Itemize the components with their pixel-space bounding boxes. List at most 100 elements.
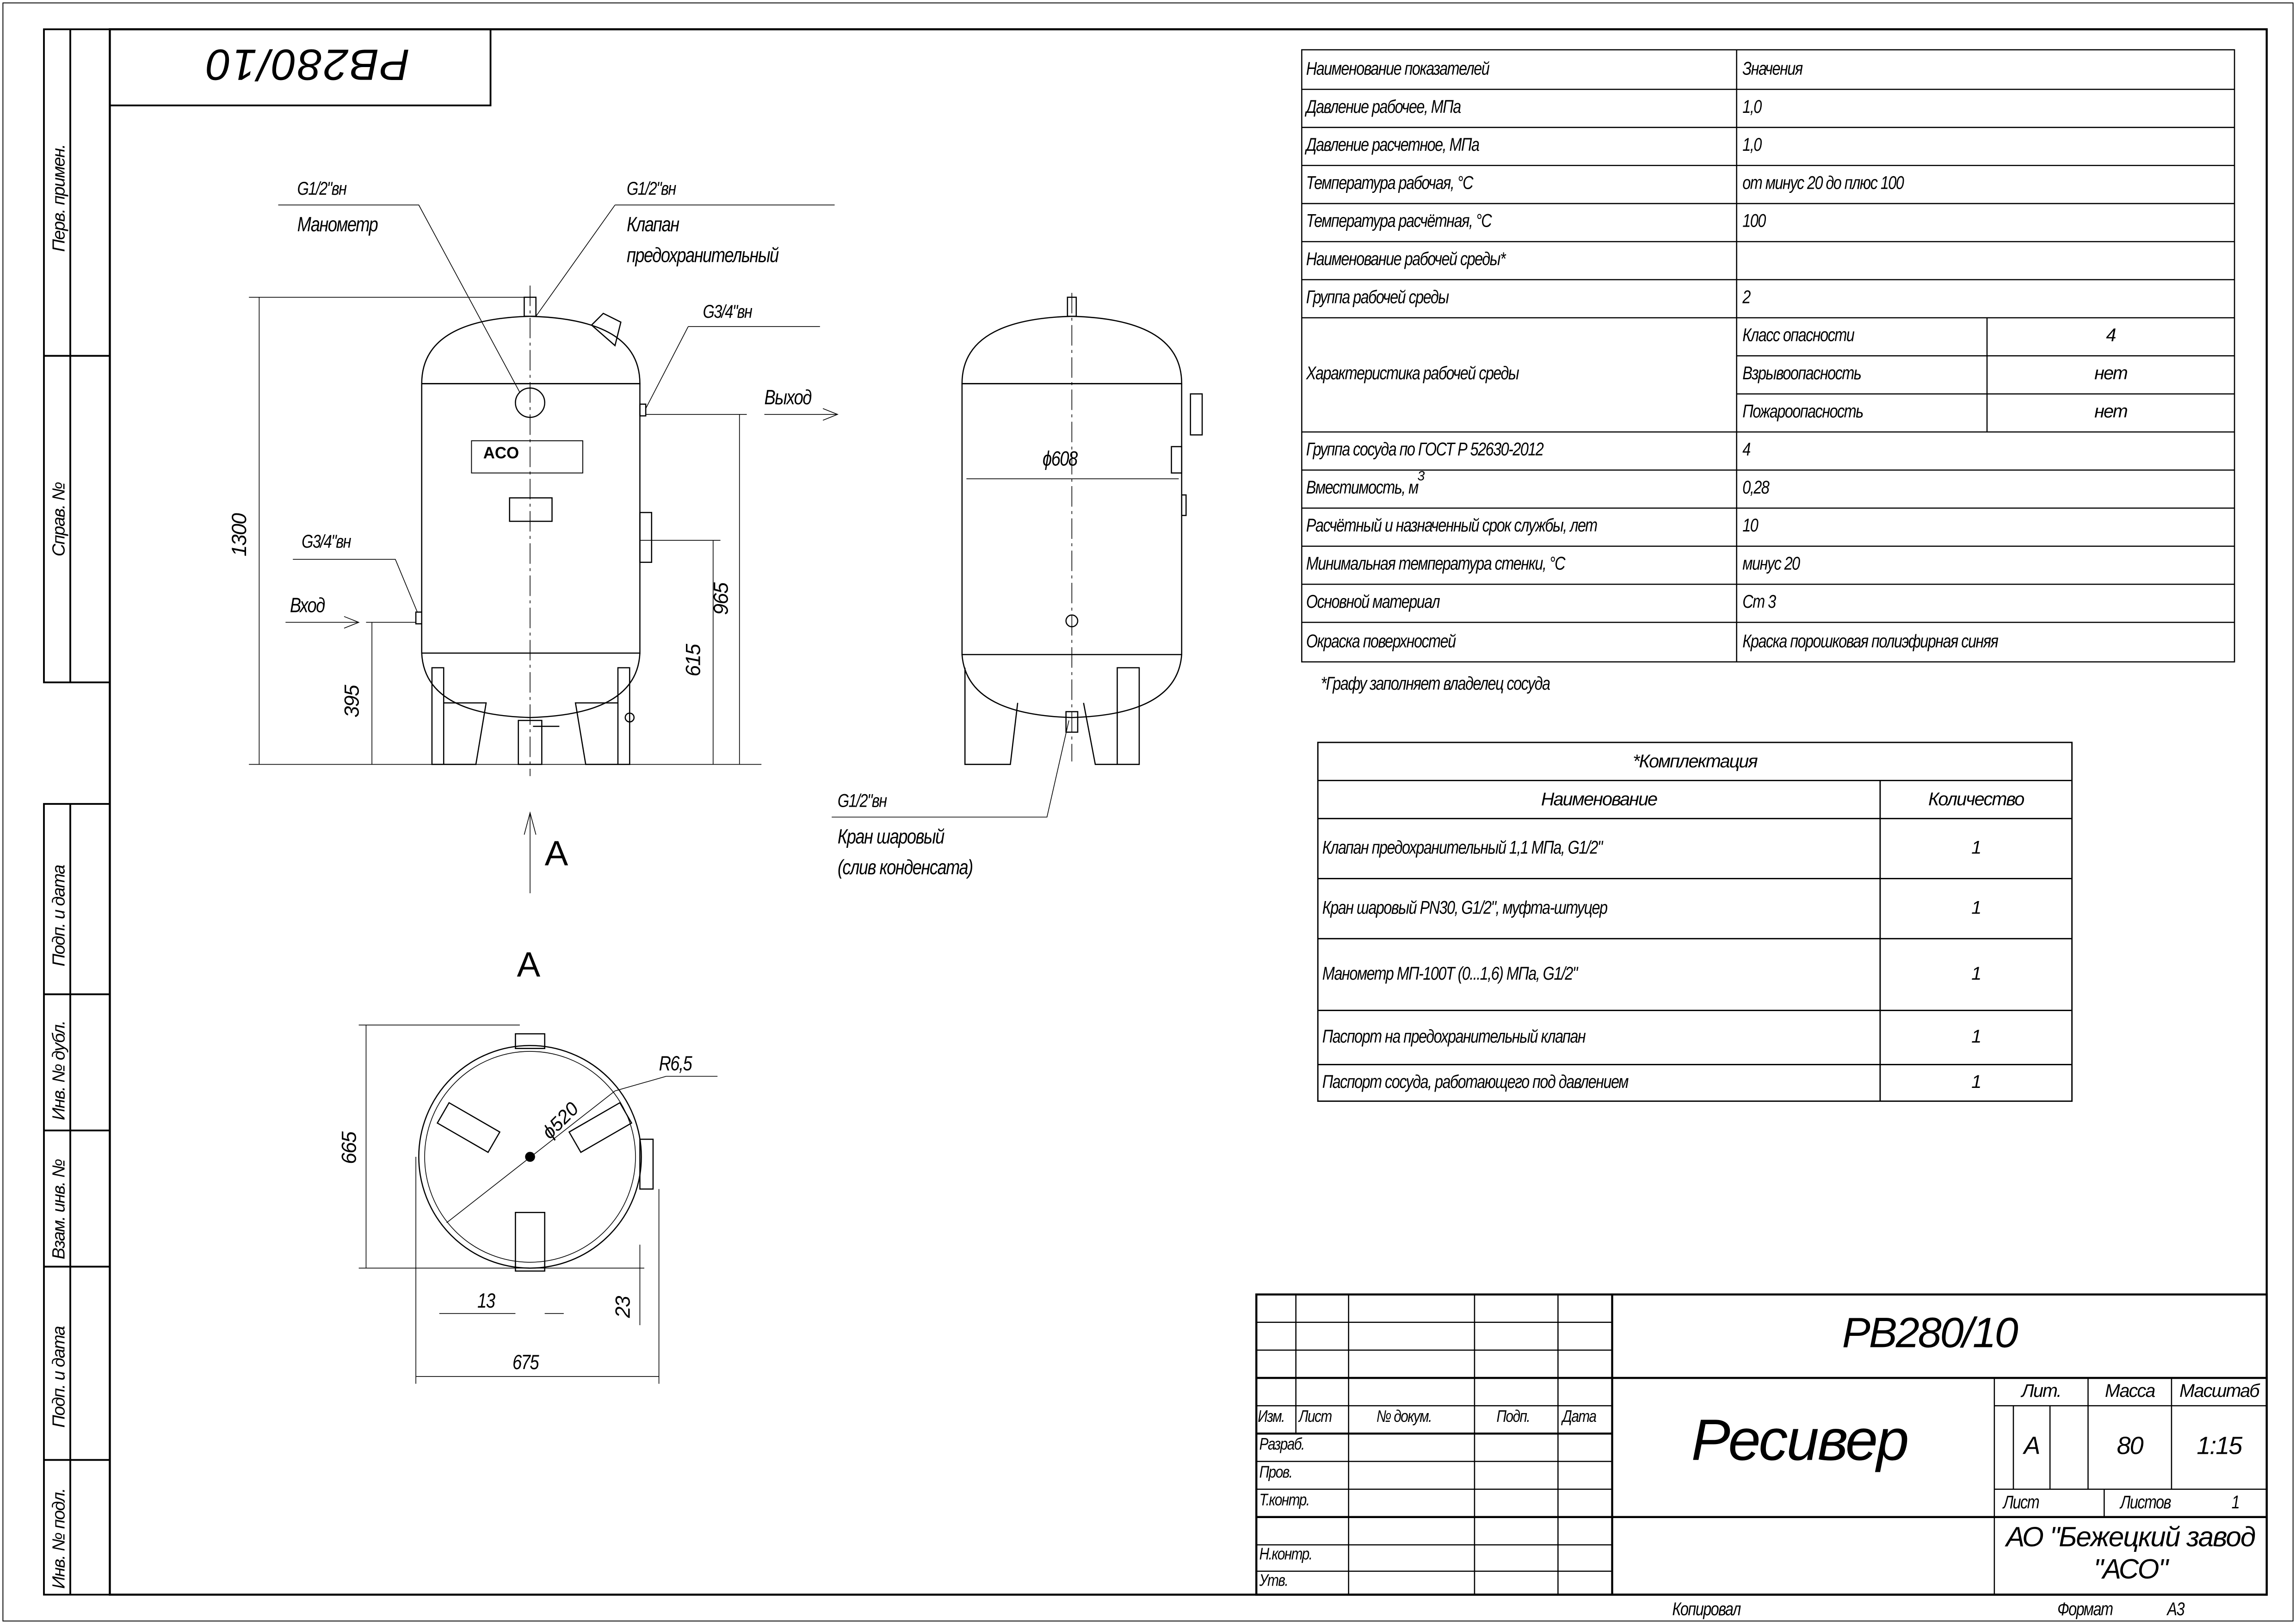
spec-medium-value: 4 — [2106, 325, 2116, 346]
spec-row-value: 1,0 — [1742, 96, 1762, 117]
spec-medium-value: нет — [2094, 401, 2128, 422]
stamp-label: Взам. инв. № — [48, 1159, 69, 1260]
title-block-grid — [1255, 1293, 2268, 1596]
spec-medium-sub: Взрывоопасность — [1742, 363, 1862, 384]
valve-thread-label: G1/2"вн — [626, 179, 676, 199]
dim-foot-width: 13 — [477, 1288, 495, 1312]
tb-mass-label: Масса — [2105, 1381, 2155, 1402]
drain-thread-label: G1/2"вн — [837, 790, 887, 811]
manometer-thread-label: G1/2"вн — [297, 179, 347, 199]
stamp-label: Перв. примен. — [48, 144, 69, 252]
kit-item-name: Кран шаровый PN30, G1/2", муфта-штуцер — [1322, 897, 1608, 918]
spec-row-name: Температура расчётная, °С — [1306, 210, 1492, 232]
spec-header-name: Наименование показателей — [1306, 58, 1490, 79]
spec-row-name: Давление расчетное, МПа — [1306, 135, 1480, 155]
kit-item-qty: 1 — [1971, 963, 1981, 984]
spec-row-name: Вместимость, м — [1306, 477, 1419, 498]
dim-radius: R6,5 — [659, 1051, 692, 1075]
dim-diameter: ϕ608 — [1043, 446, 1078, 470]
drain-label: Кран шаровый — [837, 824, 945, 848]
view-title: A — [517, 946, 541, 986]
spec-row-value: 0,28 — [1742, 477, 1770, 498]
kit-header-qty: Количество — [1928, 789, 2024, 810]
format-value: А3 — [2167, 1599, 2185, 1620]
kit-item-name: Паспорт сосуда, работающего под давление… — [1322, 1072, 1629, 1093]
tb-lit-label: Лит. — [2021, 1381, 2062, 1402]
spec-medium-label: Характеристика рабочей среды — [1306, 363, 1519, 384]
tb-col-doc: № докум. — [1376, 1408, 1432, 1426]
spec-row-name: Минимальная температура стенки, °С — [1306, 553, 1566, 574]
format-label: Формат — [2057, 1599, 2113, 1620]
stamp-label: Подп. и дата — [48, 865, 69, 967]
valve-label: Клапан — [626, 212, 679, 236]
dim-inlet-height: 395 — [339, 685, 364, 718]
copied-label: Копировал — [1672, 1599, 1741, 1620]
spec-row-name: Окраска поверхностей — [1306, 631, 1456, 652]
spec-row-value: 4 — [1742, 439, 1751, 460]
spec-row-name: Наименование рабочей среды* — [1306, 249, 1506, 270]
spec-row-name: Температура рабочая, °С — [1306, 173, 1474, 193]
spec-row-value: Краска порошковая полиэфирная синяя — [1742, 631, 1999, 652]
tb-role: Утв. — [1259, 1573, 1289, 1591]
stamp-label: Справ. № — [48, 482, 69, 557]
tb-col-date: Дата — [1562, 1408, 1597, 1426]
spec-row-name: Группа рабочей среды — [1306, 287, 1449, 308]
spec-row-value: Ст 3 — [1742, 591, 1776, 612]
spec-row-name: Основной материал — [1306, 591, 1440, 612]
stamp-label: Инв. № подл. — [48, 1488, 69, 1589]
spec-row-name: Давление рабочее, МПа — [1306, 96, 1461, 117]
tb-col-list: Лист — [1299, 1408, 1332, 1426]
spec-row-value: 1,0 — [1742, 135, 1762, 155]
kit-item-qty: 1 — [1971, 837, 1981, 858]
title-name: Ресивер — [1691, 1408, 1909, 1473]
kit-item-name: Паспорт на предохранительный клапан — [1322, 1026, 1586, 1047]
tb-company-2: "АСО" — [2093, 1555, 2168, 1586]
spec-row-name: Расчётный и назначенный срок службы, лет — [1306, 515, 1598, 536]
kit-item-qty: 1 — [1971, 1072, 1981, 1093]
dim-plan-width: 675 — [512, 1350, 539, 1374]
inlet-thread-label: G3/4"вн — [302, 531, 351, 552]
spec-row-name: Группа сосуда по ГОСТ Р 52630-2012 — [1306, 439, 1544, 460]
kit-table-grid — [1317, 741, 2073, 1102]
valve-label-2: предохранительный — [626, 243, 779, 267]
kit-item-qty: 1 — [1971, 897, 1981, 918]
front-dimensions — [249, 204, 839, 894]
tb-sheets-label: Листов — [2120, 1492, 2171, 1513]
spec-medium-value: нет — [2094, 363, 2128, 384]
tb-scale: 1:15 — [2197, 1432, 2242, 1460]
dim-foot-offset: 23 — [611, 1297, 634, 1318]
drain-label-2: (слив конденсата) — [837, 855, 973, 879]
inner-frame — [109, 28, 2268, 1596]
front-view — [415, 285, 653, 776]
dim-height: 1300 — [227, 513, 251, 557]
tb-role: Разраб. — [1259, 1436, 1305, 1454]
side-stamp-grid — [43, 28, 111, 1596]
tb-mass: 80 — [2117, 1432, 2144, 1460]
outlet-label: Выход — [764, 385, 812, 409]
kit-title: *Комплектация — [1633, 751, 1758, 772]
corner-code-box — [109, 28, 492, 106]
tb-role: Т.контр. — [1259, 1492, 1310, 1510]
dim-outlet-height: 965 — [709, 583, 732, 615]
spec-row-value: от минус 20 до плюс 100 — [1742, 173, 1904, 193]
corner-code: PB280/10 — [205, 39, 410, 88]
dim-plan-depth: 665 — [337, 1132, 360, 1164]
stamp-label: Инв. № дубл. — [48, 1021, 69, 1120]
tb-scale-label: Масштаб — [2179, 1381, 2259, 1402]
aco-logo: ACO — [483, 445, 519, 463]
spec-table-grid — [1301, 49, 2235, 663]
stamp-label: Подп. и дата — [48, 1326, 69, 1428]
spec-footnote: *Графу заполняет владелец сосуда — [1321, 673, 1550, 694]
kit-item-name: Манометр МП-100Т (0...1,6) МПа, G1/2" — [1322, 963, 1578, 984]
manometer-label: Манометр — [297, 212, 378, 236]
side-view — [832, 293, 1203, 818]
plan-view — [358, 1025, 718, 1384]
outlet-thread-label: G3/4"вн — [703, 302, 753, 322]
spec-medium-sub: Пожароопасность — [1742, 401, 1864, 422]
spec-medium-sub: Класс опасности — [1742, 325, 1855, 346]
tb-role: Н.контр. — [1259, 1546, 1313, 1564]
spec-header-value: Значения — [1742, 58, 1803, 79]
